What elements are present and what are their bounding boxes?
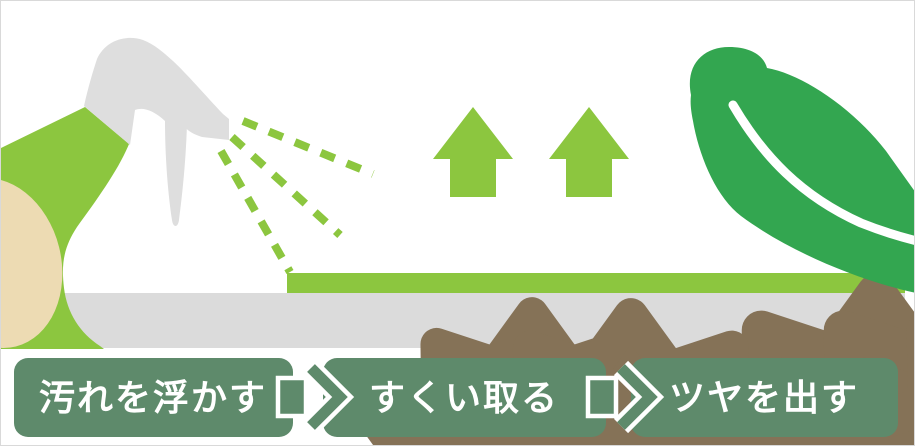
step-box — [323, 358, 606, 437]
step-arrow-chevron — [307, 364, 348, 430]
spray-dash-line — [241, 117, 375, 178]
spray-bottle-label — [1, 178, 63, 348]
step-arrow-stub — [275, 375, 309, 419]
cleaning-agent-layer — [287, 273, 905, 293]
step-arrow-icon — [275, 360, 355, 434]
squeegee-blade — [689, 47, 914, 293]
step-arrow-chevron — [617, 364, 658, 430]
up-arrow-icon — [433, 107, 513, 197]
step-label: ツヤを出す — [669, 378, 859, 419]
spray-dash-line — [229, 134, 343, 238]
up-arrow-icon — [549, 107, 629, 197]
spray-mist-dashes — [217, 117, 375, 274]
step-label: 汚れを浮かす — [39, 378, 267, 419]
lift-arrows — [433, 107, 629, 197]
spray-bottle — [1, 37, 229, 349]
squeegee-body — [689, 47, 914, 293]
sprayer-trigger-head — [84, 37, 229, 226]
squeegee-highlight — [728, 100, 914, 245]
step-box — [631, 358, 898, 437]
step-label: すくい取る — [369, 378, 559, 419]
step-box — [14, 358, 293, 437]
process-steps-banner: 汚れを浮かす すくい取る ツヤを出す — [14, 358, 898, 437]
spray-dash-line — [217, 149, 294, 274]
step-arrow-stub — [585, 375, 619, 419]
step-arrow-icon — [585, 360, 665, 434]
